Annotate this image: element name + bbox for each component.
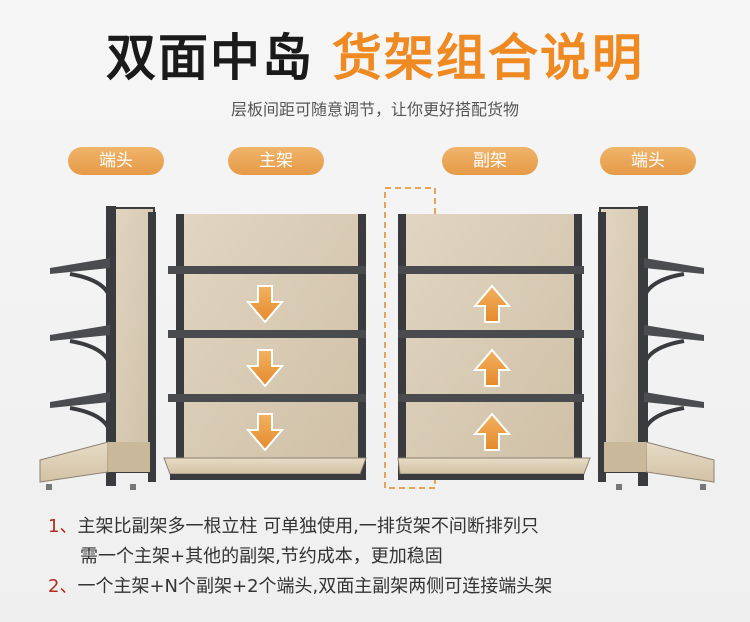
note-line-1-cont: 需一个主架+其他的副架,节约成本，更加稳固 xyxy=(80,546,443,567)
notes: 1、主架比副架多一根立柱 可单独使用,一排货架不间断排列只 需一个主架+其他的副… xyxy=(48,512,552,602)
title-dark: 双面中岛 xyxy=(106,29,314,87)
note-line-2: 2、一个主架+N个副架+2个端头,双面主副架两侧可连接端头架 xyxy=(48,576,553,597)
label-main-shelf: 主架 xyxy=(228,147,324,175)
label-end-right: 端头 xyxy=(600,147,696,175)
down-arrow-icon xyxy=(245,285,285,452)
label-end-left: 端头 xyxy=(68,147,164,175)
up-arrow-icon xyxy=(472,284,512,451)
page-title: 双面中岛货架组合说明 xyxy=(0,18,750,90)
page-subtitle: 层板间距可随意调节，让你更好搭配货物 xyxy=(230,100,519,119)
shelf-illustration xyxy=(39,187,715,490)
end-shelf-left xyxy=(39,206,156,490)
title-orange: 货架组合说明 xyxy=(332,29,644,87)
end-shelf-right xyxy=(598,206,715,490)
label-sub-shelf: 副架 xyxy=(442,147,538,175)
note-line-1: 1、主架比副架多一根立柱 可单独使用,一排货架不间断排列只 xyxy=(48,516,539,537)
